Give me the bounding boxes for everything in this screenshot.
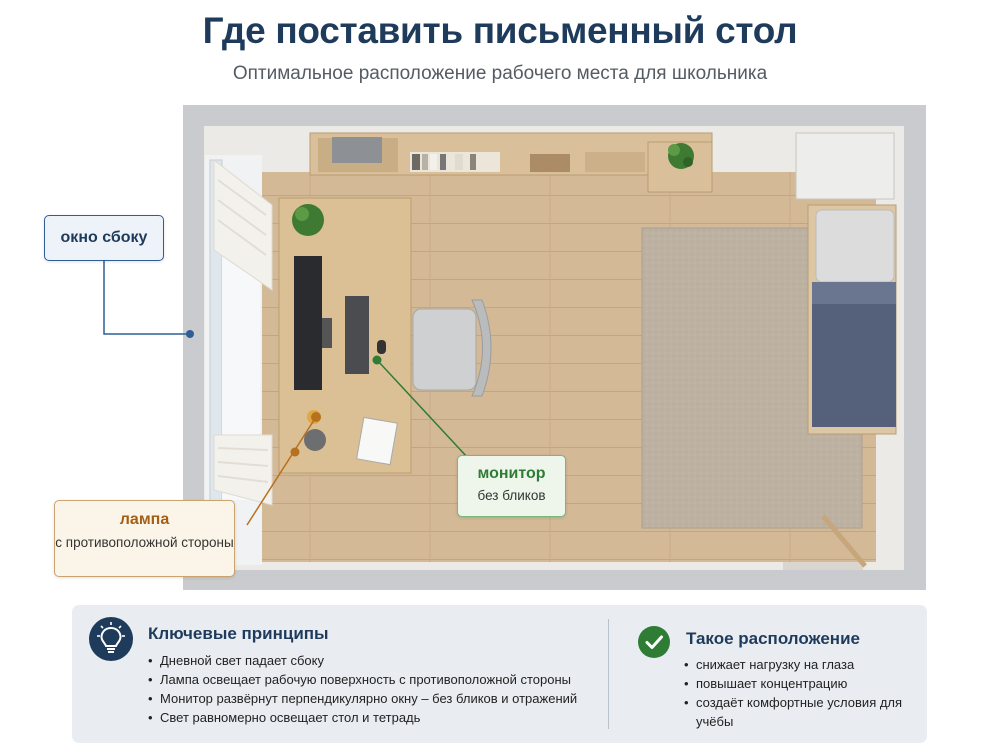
info-panel: Ключевые принципы Дневной свет падает сб…	[72, 605, 927, 743]
list-item: Монитор развёрнут перпендикулярно окну –…	[148, 689, 588, 708]
lamp-marker-dot-lower	[290, 447, 300, 457]
potted-plant	[668, 143, 694, 169]
pillow	[815, 209, 895, 283]
desk-lamp	[304, 429, 326, 451]
wall-shelves	[309, 132, 713, 193]
list-item: повышает концентрацию	[684, 674, 909, 693]
monitor-callout-sublabel: без бликов	[477, 488, 546, 503]
monitor	[294, 256, 322, 390]
office-chair	[412, 299, 492, 397]
window-leader-line	[103, 261, 190, 335]
principles-heading: Ключевые принципы	[148, 624, 329, 643]
keyboard	[345, 296, 369, 374]
list-item: создаёт комфортные условия для учёбы	[684, 693, 909, 731]
monitor-leader-line	[376, 359, 469, 459]
window-callout: окно сбоку	[44, 215, 164, 261]
window-marker-dot	[186, 330, 194, 338]
monitor-callout-label: монитор	[477, 465, 546, 482]
lamp-marker-dot-upper	[311, 412, 321, 422]
principles-list: Дневной свет падает сбоку Лампа освещает…	[148, 651, 588, 727]
door	[783, 514, 867, 570]
monitor-marker-dot	[372, 355, 382, 365]
printer	[332, 137, 382, 163]
window-callout-label: окно сбоку	[60, 229, 148, 246]
panel-divider	[608, 619, 609, 729]
list-item: Свет равномерно освещает стол и тетрадь	[148, 708, 588, 727]
desk-plant-icon	[292, 204, 324, 236]
nightstand	[795, 132, 895, 200]
blanket	[812, 282, 896, 427]
result-heading: Такое расположение	[686, 629, 860, 648]
bed	[807, 204, 897, 435]
lightbulb-icon	[89, 617, 133, 661]
list-item: снижает нагрузку на глаза	[684, 655, 909, 674]
desk	[278, 197, 412, 474]
lamp-leader-line	[246, 416, 317, 526]
room-floor-plan	[103, 105, 926, 590]
notebook	[356, 416, 398, 466]
window-curtains	[213, 158, 273, 506]
result-list: снижает нагрузку на глаза повышает конце…	[684, 655, 909, 731]
checkmark-icon	[638, 626, 670, 658]
lamp-callout-sublabel: с противоположной стороны	[55, 535, 234, 550]
lamp-callout: лампа с противоположной стороны	[54, 500, 235, 577]
mouse	[377, 340, 386, 354]
list-item: Дневной свет падает сбоку	[148, 651, 588, 670]
page-title: Где поставить письменный стол	[202, 10, 798, 51]
lamp-callout-label: лампа	[119, 511, 170, 528]
monitor-callout: монитор без бликов	[457, 455, 566, 517]
page-subtitle: Оптимальное расположение рабочего места …	[232, 63, 768, 84]
list-item: Лампа освещает рабочую поверхность с про…	[148, 670, 588, 689]
